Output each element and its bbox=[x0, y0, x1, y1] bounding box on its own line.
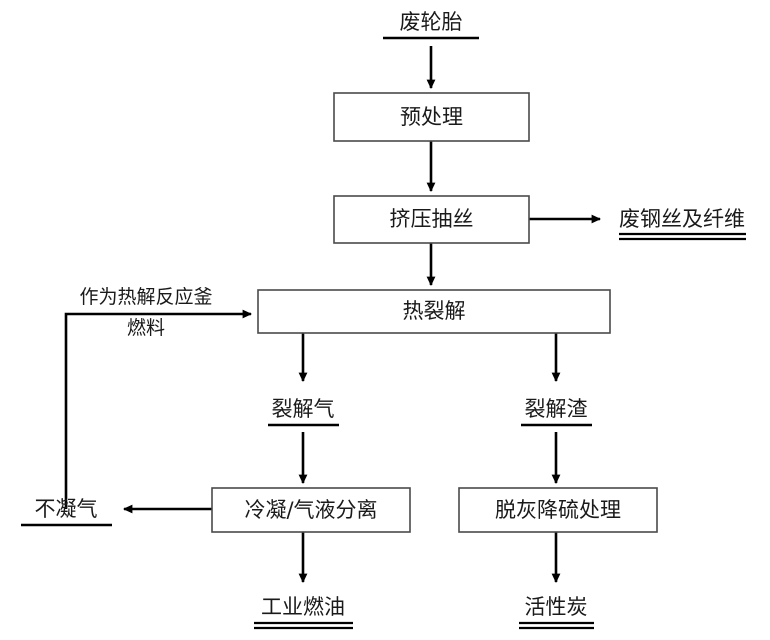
process-box-deash[interactable]: 脱灰降硫处理 bbox=[458, 487, 658, 533]
material-node-pyrolysis-residue-label: 裂解渣 bbox=[525, 397, 588, 421]
material-node-steel-wire-fiber[interactable]: 废钢丝及纤维 bbox=[619, 207, 746, 241]
material-node-steel-wire-fiber-label: 废钢丝及纤维 bbox=[619, 207, 745, 231]
material-node-waste-tire[interactable]: 废轮胎 bbox=[383, 10, 479, 40]
material-node-noncondensable-gas-label: 不凝气 bbox=[35, 497, 98, 521]
process-box-pretreatment[interactable]: 预处理 bbox=[333, 92, 530, 142]
annotation-recycle-note-line2: 燃料 bbox=[127, 317, 165, 339]
material-node-activated-carbon[interactable]: 活性炭 bbox=[519, 595, 594, 630]
process-box-pyrolysis-label: 热裂解 bbox=[403, 299, 466, 323]
process-box-extrusion[interactable]: 挤压抽丝 bbox=[333, 195, 530, 244]
material-node-waste-tire-label: 废轮胎 bbox=[400, 10, 463, 34]
process-box-extrusion-label: 挤压抽丝 bbox=[390, 207, 474, 231]
material-node-pyrolysis-gas[interactable]: 裂解气 bbox=[268, 397, 339, 427]
process-box-pyrolysis[interactable]: 热裂解 bbox=[257, 289, 611, 334]
process-box-condensation-label: 冷凝/气液分离 bbox=[244, 498, 377, 522]
annotation-recycle-note: 作为热解反应釜 燃料 bbox=[79, 286, 212, 339]
arrow-recycle-noncondensable-to-pyrolysis bbox=[64, 309, 253, 509]
material-node-pyrolysis-gas-label: 裂解气 bbox=[272, 397, 335, 421]
material-node-industrial-fuel-oil-label: 工业燃油 bbox=[261, 595, 345, 619]
material-node-pyrolysis-residue[interactable]: 裂解渣 bbox=[521, 397, 592, 427]
material-node-industrial-fuel-oil[interactable]: 工业燃油 bbox=[254, 595, 353, 630]
connector-layer bbox=[64, 46, 602, 584]
material-node-activated-carbon-label: 活性炭 bbox=[525, 595, 588, 619]
process-box-condensation[interactable]: 冷凝/气液分离 bbox=[211, 487, 411, 533]
process-box-deash-label: 脱灰降硫处理 bbox=[495, 498, 621, 522]
annotation-recycle-note-line1: 作为热解反应釜 bbox=[79, 286, 212, 308]
material-node-noncondensable-gas[interactable]: 不凝气 bbox=[21, 497, 112, 527]
process-box-pretreatment-label: 预处理 bbox=[400, 105, 463, 129]
